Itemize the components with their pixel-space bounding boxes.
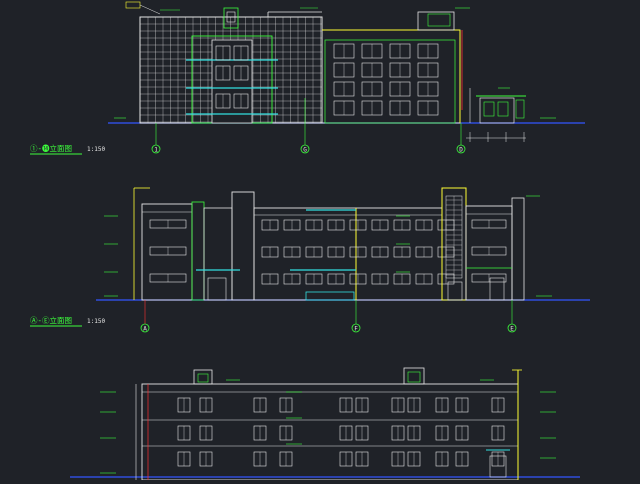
rear-windows bbox=[177, 397, 505, 467]
svg-text:F: F bbox=[354, 326, 358, 333]
axis-bubble-2: G bbox=[300, 144, 310, 154]
axis-bubble-f: F bbox=[351, 323, 361, 333]
center-windows bbox=[215, 45, 249, 109]
axis-bubble-1: 1 bbox=[151, 144, 161, 154]
svg-text:1: 1 bbox=[154, 147, 158, 154]
elevation-2-title: Ⓐ-Ⓔ立面图 bbox=[30, 315, 72, 325]
elevation-2: A F E Ⓐ-Ⓔ立面图 1:150 bbox=[30, 187, 590, 333]
body-windows bbox=[149, 219, 507, 285]
svg-text:A: A bbox=[143, 326, 147, 333]
elevation-1: 1 G D ①-⓮立面图 1:150 bbox=[30, 1, 585, 155]
svg-text:E: E bbox=[510, 326, 514, 333]
axis-bubble-a: A bbox=[140, 323, 150, 333]
rear-block bbox=[141, 383, 519, 481]
tower-grid bbox=[446, 196, 462, 278]
elevation-1-scale: 1:150 bbox=[87, 146, 105, 153]
axis-bubble-3: D bbox=[456, 144, 466, 154]
elevation-3 bbox=[70, 367, 580, 481]
elevation-1-title: ①-⓮立面图 bbox=[30, 143, 72, 153]
svg-text:D: D bbox=[459, 147, 463, 154]
elevation-2-scale: 1:150 bbox=[87, 318, 105, 325]
svg-text:G: G bbox=[303, 147, 307, 154]
axis-bubble-e: E bbox=[507, 323, 517, 333]
right-wing-windows bbox=[333, 43, 439, 116]
